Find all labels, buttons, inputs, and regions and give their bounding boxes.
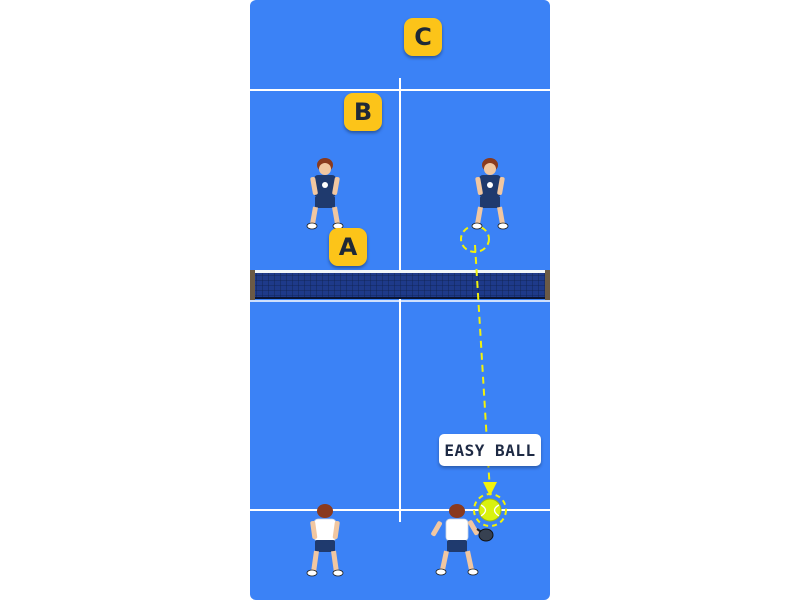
player-with-racket-icon (431, 504, 494, 576)
zone-label-b: B (344, 93, 382, 131)
net-post-left (250, 270, 255, 300)
ball-path-arrowhead (483, 482, 497, 496)
net (250, 270, 550, 300)
zone-label-c: C (404, 18, 442, 56)
court (250, 0, 550, 600)
player-icon (306, 504, 344, 577)
padel-racket-icon (478, 528, 494, 542)
opponent-player-icon (471, 158, 509, 230)
easy-ball-callout: EASY BALL (439, 434, 541, 466)
net-post-right (545, 270, 550, 300)
zone-label-a: A (329, 228, 367, 266)
tennis-ball-icon (473, 493, 507, 527)
opponent-player-icon (306, 158, 344, 230)
